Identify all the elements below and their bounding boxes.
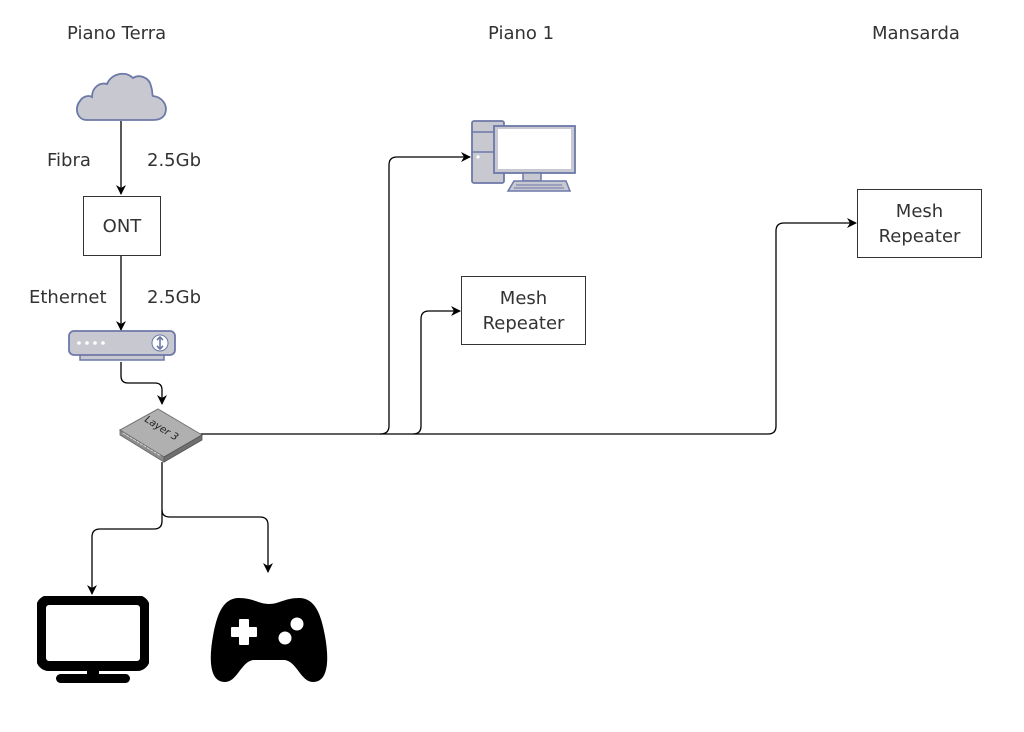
switch-to-tv-connector [87, 462, 163, 595]
mesh-repeater-first-floor[interactable]: Mesh Repeater [461, 276, 586, 345]
switch-to-desktop-connector [379, 152, 471, 435]
switch-to-attic-mesh-connector [200, 218, 857, 435]
ont-node[interactable]: ONT [83, 196, 161, 256]
column-heading-first-floor: Piano 1 [488, 23, 555, 44]
column-heading-ground-floor: Piano Terra [67, 23, 167, 44]
ont-label: ONT [102, 215, 142, 237]
mesh-repeater-attic-label: Mesh Repeater [878, 200, 961, 247]
mesh-repeater-first-floor-label: Mesh Repeater [482, 287, 565, 334]
column-heading-attic: Mansarda [872, 23, 960, 44]
desktop-computer-icon[interactable] [470, 119, 578, 195]
fiber-speed-label: 2.5Gb [147, 150, 201, 171]
layer3-switch-icon[interactable]: Layer 3 [118, 405, 204, 463]
ethernet-label: Ethernet [29, 287, 107, 308]
ethernet-speed-label: 2.5Gb [147, 287, 201, 308]
tv-monitor-icon[interactable] [37, 596, 149, 684]
router-to-switch-connector [120, 362, 167, 405]
switch-to-console-connector [161, 509, 273, 573]
fiber-label: Fibra [47, 150, 91, 171]
cloud-icon[interactable] [73, 68, 169, 124]
switch-to-first-floor-mesh-connector [412, 306, 461, 435]
router-icon[interactable] [68, 330, 176, 362]
mesh-repeater-attic[interactable]: Mesh Repeater [857, 189, 982, 258]
gamepad-icon[interactable] [209, 596, 329, 684]
